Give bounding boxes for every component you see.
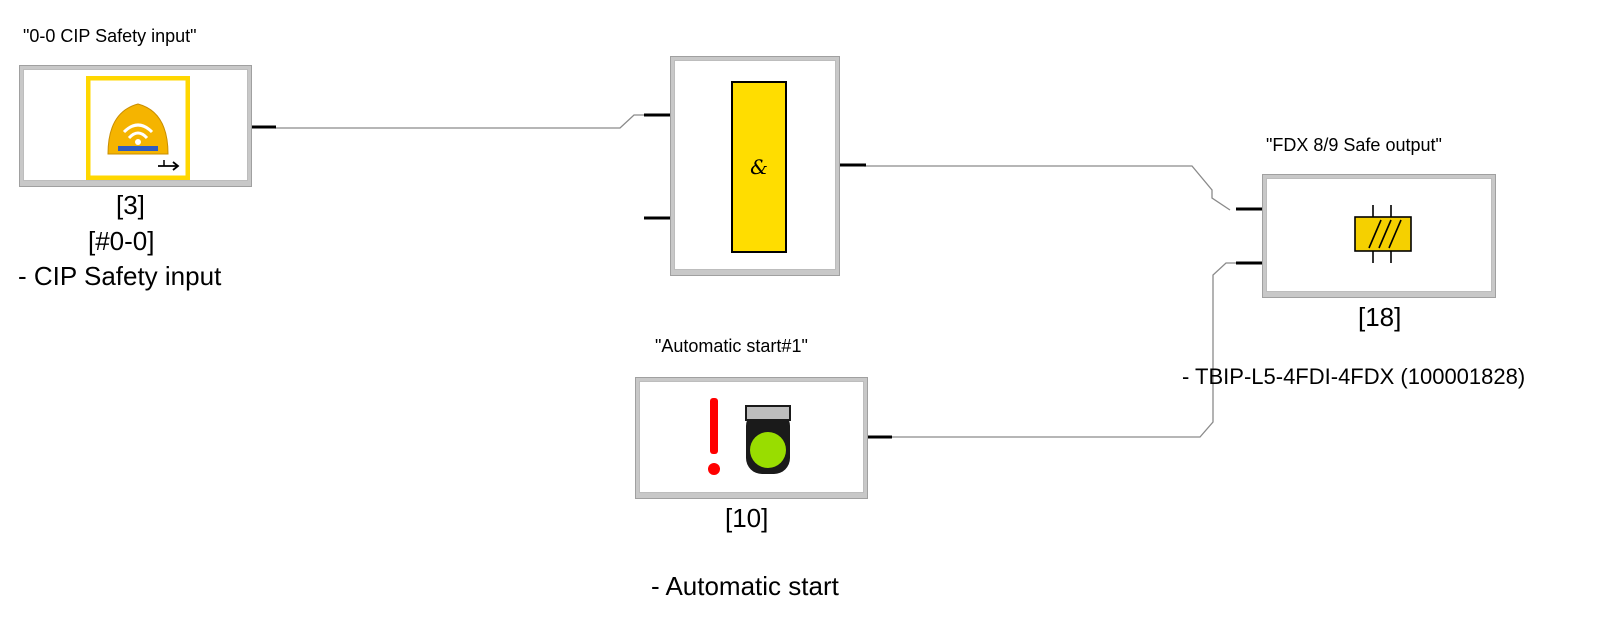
and-gate-block[interactable]: &	[670, 56, 840, 276]
cip-safety-input-icon	[86, 76, 190, 180]
and-symbol: &	[750, 155, 768, 179]
wire-start-to-fdx[interactable]	[892, 262, 1243, 438]
safe-output-icon	[1354, 205, 1412, 263]
fdx-output-description: - TBIP-L5-4FDI-4FDX (100001828)	[1182, 364, 1526, 389]
wire-cip-to-and[interactable]	[275, 114, 660, 129]
cip-input-description: - CIP Safety input	[18, 261, 222, 291]
cip-input-title: "0-0 CIP Safety input"	[23, 26, 197, 46]
cip-safety-input-block[interactable]	[19, 65, 252, 187]
automatic-start-block[interactable]	[635, 377, 868, 499]
cip-input-index: [3]	[116, 190, 145, 220]
auto-start-description: - Automatic start	[651, 571, 839, 601]
fdx-output-title: "FDX 8/9 Safe output"	[1266, 135, 1442, 155]
and-gate-body: &	[731, 81, 787, 253]
auto-start-index: [10]	[725, 503, 769, 533]
auto-start-title: "Automatic start#1"	[655, 336, 808, 356]
automatic-start-icon	[708, 398, 791, 475]
fdx-output-index: [18]	[1358, 302, 1402, 332]
cip-input-address: [#0-0]	[88, 226, 155, 256]
fdx-safe-output-block[interactable]	[1262, 174, 1496, 298]
wire-and-to-fdx[interactable]	[864, 165, 1231, 211]
